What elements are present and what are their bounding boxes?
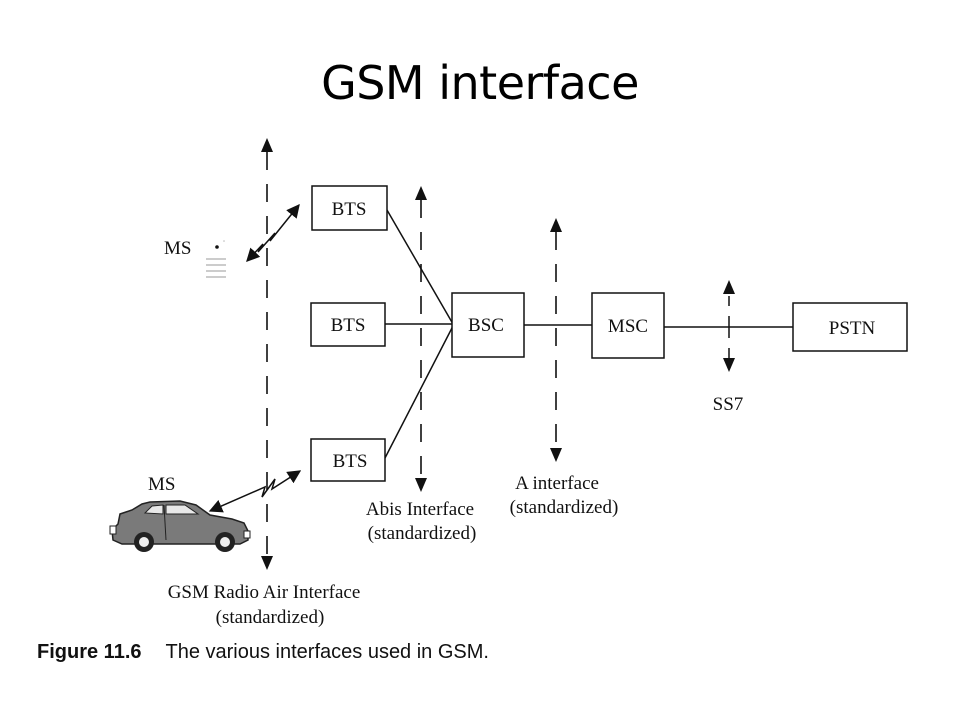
a-interface-note: (standardized) (510, 497, 619, 518)
ms-handset-label: MS (164, 238, 191, 259)
a-interface-label: A interface (standardized) (510, 473, 619, 518)
slide-title: GSM interface (321, 56, 639, 110)
air-interface-note: (standardized) (216, 607, 325, 628)
radio-link-car (208, 470, 302, 513)
ms-car-label: MS (148, 474, 175, 495)
ss7-boundary (723, 280, 735, 372)
radio-link-handset (246, 203, 300, 262)
handset-icon (206, 240, 226, 278)
bts-label: BTS (333, 451, 368, 472)
bsc-label: BSC (468, 315, 504, 336)
link-bts-bottom-bsc (384, 325, 454, 459)
bts-node-bottom[interactable]: BTS (310, 438, 386, 482)
arrow-down-icon (723, 358, 735, 372)
arrow-down-icon (550, 448, 562, 462)
car-icon (109, 500, 251, 552)
arrow-down-icon (415, 478, 427, 492)
msc-label: MSC (608, 316, 648, 337)
link-bts-top-bsc (386, 209, 454, 325)
pstn-label: PSTN (829, 318, 876, 339)
arrow-up-icon (261, 138, 273, 152)
arrow-up-icon (415, 186, 427, 200)
a-interface-boundary (550, 218, 562, 462)
a-interface-name: A interface (515, 473, 599, 494)
bts-label: BTS (332, 199, 367, 220)
abis-interface-name: Abis Interface (366, 499, 474, 520)
arrow-up-icon (550, 218, 562, 232)
arrow-down-icon (261, 556, 273, 570)
figure-number: Figure 11.6 (37, 641, 142, 663)
air-interface-name: GSM Radio Air Interface (168, 582, 361, 603)
arrow-up-icon (723, 280, 735, 294)
abis-interface-label: Abis Interface (standardized) (366, 499, 476, 544)
abis-interface-boundary (415, 186, 427, 492)
air-interface-label: GSM Radio Air Interface (standardized) (168, 582, 361, 628)
msc-node[interactable]: MSC (591, 292, 665, 359)
bts-node-top[interactable]: BTS (311, 185, 388, 231)
ss7-label: SS7 (713, 394, 744, 415)
figure-caption-text: The various interfaces used in GSM. (165, 641, 489, 663)
bts-label: BTS (331, 315, 366, 336)
air-interface-boundary (261, 138, 273, 570)
bts-node-middle[interactable]: BTS (310, 302, 386, 347)
figure-caption: Figure 11.6 The various interfaces used i… (37, 641, 489, 664)
bsc-node[interactable]: BSC (451, 292, 525, 358)
abis-interface-note: (standardized) (368, 523, 477, 544)
pstn-node[interactable]: PSTN (792, 302, 908, 352)
